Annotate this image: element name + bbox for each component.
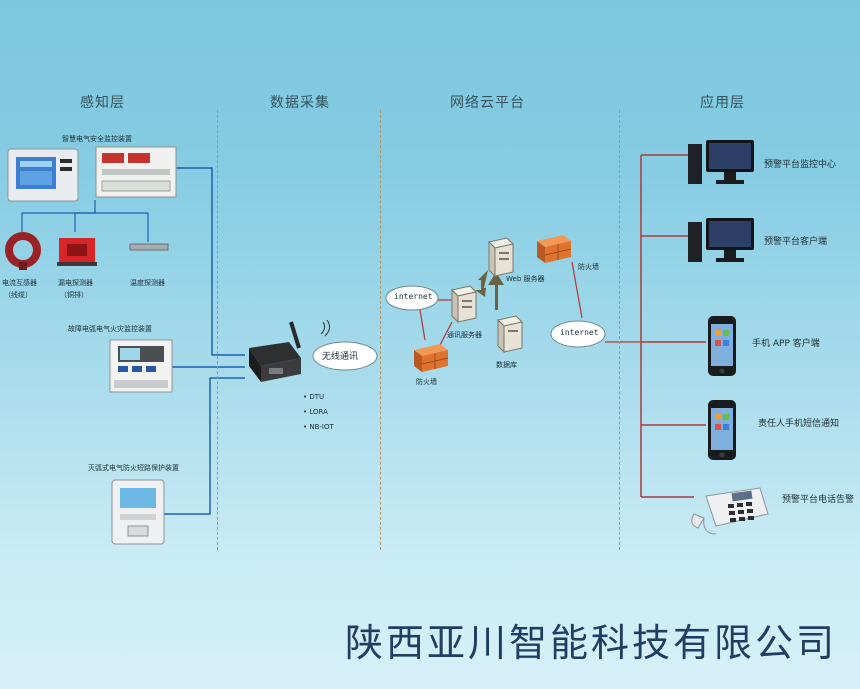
- main-device-label: 智慧电气安全监控装置: [62, 135, 132, 143]
- internet-left-label: internet: [394, 292, 433, 301]
- web-server-label: Web 服务器: [506, 275, 545, 283]
- fire-monitor-icon: [109, 339, 173, 393]
- internet-right-label: internet: [560, 328, 599, 337]
- comm-types-list: DTU LORA NB-IOT: [303, 390, 334, 435]
- layer-title-collection: 数据采集: [270, 95, 330, 111]
- sensor-leak-label: 漏电探测器: [58, 279, 93, 287]
- sensor-temp-label: 温度探测器: [130, 279, 165, 287]
- wireless-cloud-icon: [312, 341, 378, 371]
- web-server-icon: [488, 237, 514, 278]
- comm-server-label: 通讯服务器: [447, 331, 482, 339]
- monitor-center-icon: [688, 140, 754, 184]
- wire-internet-firewall: [419, 309, 426, 341]
- internet-cloud-left-icon: [385, 285, 439, 311]
- wireless-label: 无线通讯: [322, 352, 359, 362]
- sensor-ct-label: 电流互感器: [2, 279, 37, 287]
- circuit-protect-icon: [111, 479, 165, 545]
- layer-title-perception: 感知层: [80, 95, 125, 111]
- comm-type-item: NB-IOT: [303, 420, 333, 435]
- internet-cloud-right-icon: [550, 320, 606, 348]
- wire-commserver-firewall: [439, 321, 453, 346]
- sms-label: 责任人手机短信通知: [758, 419, 840, 429]
- comm-server-icon: [451, 285, 477, 324]
- main-device-icon: [7, 146, 177, 202]
- temperature-detector-icon: [129, 243, 169, 251]
- monitor-center-label: 预警平台监控中心: [764, 160, 837, 170]
- circuit-protect-label: 灭弧式电气防火短路保护装置: [88, 464, 179, 472]
- wireless-cloud: 无线通讯: [310, 338, 380, 376]
- wire-sensor-leak: [74, 212, 95, 232]
- mobile-app-icon: [708, 316, 736, 376]
- arrow-db-to-web: [488, 272, 504, 310]
- database-label: 数据库: [496, 361, 517, 369]
- firewall-bottom-icon: [414, 344, 449, 372]
- wire-sensor-temp: [95, 212, 149, 242]
- current-transformer-icon: [5, 232, 41, 270]
- sms-phone-icon: [708, 400, 736, 460]
- client-icon: [688, 218, 754, 262]
- internet-cloud-right: internet: [548, 318, 608, 354]
- divider-2: [380, 110, 381, 550]
- firewall-top-icon: [537, 235, 572, 263]
- client-label: 预警平台客户端: [764, 237, 828, 247]
- wire-circuit-protect: [164, 377, 245, 515]
- firewall-top-label: 防火墙: [578, 263, 599, 271]
- arrow-web-to-comm: [475, 270, 488, 297]
- company-name: 陕西亚川智能科技有限公司: [345, 621, 838, 665]
- comm-type-item: LORA: [303, 405, 334, 420]
- database-server-icon: [497, 315, 523, 354]
- sensor-leak-sub-label: （铜排）: [60, 291, 88, 299]
- firewall-bottom-label: 防火墙: [416, 378, 437, 386]
- wire-sensor-bracket: [21, 200, 96, 232]
- signal-waves-icon: [320, 319, 331, 337]
- divider-1: [217, 110, 218, 550]
- phone-alarm-label: 预警平台电话告警: [782, 495, 855, 505]
- sensor-ct-sub-label: （线缆）: [4, 291, 32, 299]
- layer-title-cloud: 网络云平台: [450, 95, 525, 111]
- divider-3: [619, 110, 620, 550]
- fire-monitor-label: 故障电弧电气火灾监控装置: [68, 325, 152, 333]
- layer-title-application: 应用层: [700, 95, 745, 111]
- mobile-app-label: 手机 APP 客户端: [752, 339, 820, 349]
- comm-type-item: DTU: [303, 390, 334, 405]
- wire-main-device: [176, 167, 245, 356]
- leakage-detector-icon: [57, 238, 97, 266]
- wire-firewall-internet: [571, 261, 583, 319]
- internet-cloud-left: internet: [383, 283, 441, 317]
- desk-phone-icon: [691, 487, 769, 535]
- dtu-device-icon: [249, 321, 301, 382]
